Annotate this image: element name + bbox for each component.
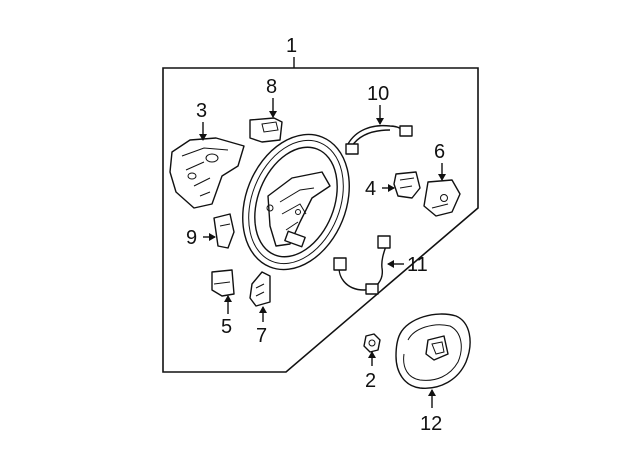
arrow-12 (428, 389, 436, 396)
arrow-9 (209, 233, 216, 241)
arrow-10 (376, 118, 384, 125)
nut (363, 333, 381, 353)
callout-4: 4 (365, 178, 376, 200)
arrow-8 (269, 111, 277, 118)
callout-6: 6 (434, 141, 445, 163)
bracket-left (213, 213, 235, 249)
arrow-11 (387, 260, 394, 268)
callout-12: 12 (420, 413, 442, 435)
bracket-lower-left (211, 269, 235, 297)
callout-2: 2 (365, 370, 376, 392)
harness-upper (345, 124, 413, 155)
callout-11: 11 (407, 254, 428, 276)
arrow-6 (438, 174, 446, 181)
callout-5: 5 (221, 316, 232, 338)
bracket-lower-right (249, 271, 271, 307)
switch-right (423, 179, 461, 217)
arrow-4 (388, 184, 395, 192)
callout-7: 7 (256, 325, 267, 347)
arrow-2 (368, 351, 376, 358)
steering-wheel (242, 133, 350, 271)
callout-1: 1 (286, 35, 297, 57)
bezel-clip (249, 117, 283, 143)
switch-left (393, 171, 421, 199)
callout-8: 8 (266, 76, 277, 98)
arrow-7 (259, 306, 267, 313)
lower-cover (169, 137, 245, 209)
callout-9: 9 (186, 227, 197, 249)
callout-3: 3 (196, 100, 207, 122)
callout-10: 10 (367, 83, 389, 105)
harness-lower (333, 235, 391, 295)
assembly-frame (162, 67, 479, 373)
airbag-module (395, 313, 471, 389)
arrow-5 (224, 295, 232, 302)
arrow-3 (199, 134, 207, 141)
